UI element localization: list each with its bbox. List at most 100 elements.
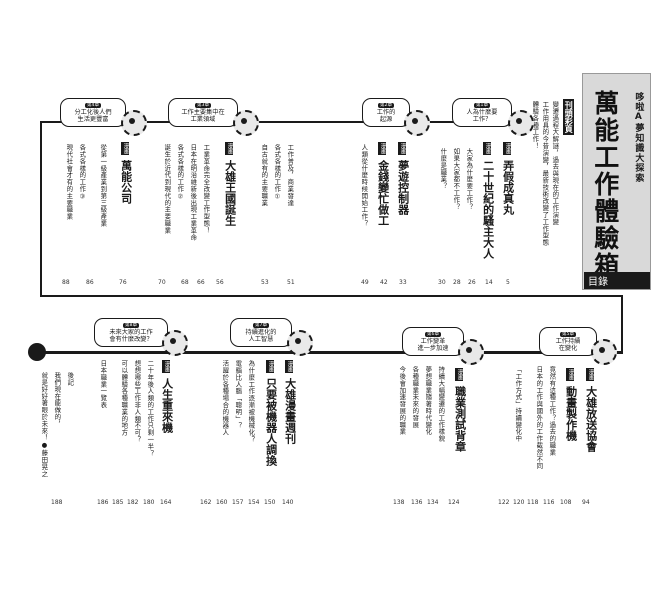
page-number: 162 — [200, 499, 212, 506]
toc-line[interactable]: 為什麼工作逐漸被機械化？ — [247, 360, 256, 443]
manga-title[interactable]: 夢遊控制器 — [396, 160, 410, 215]
toc-line[interactable]: 從第一級產業到第三級產業 — [99, 144, 108, 227]
page-number: 154 — [248, 499, 260, 506]
toc-line[interactable]: 各式各樣的工作② — [176, 144, 185, 201]
chapter-title: 在變化 — [558, 345, 578, 353]
afterword-line[interactable]: 我們現在能做的， — [53, 372, 62, 428]
intro-line: 體驗各種工作！ — [531, 101, 540, 150]
chapter-7-header[interactable]: 第7章 持續進化的 人工智慧 — [230, 318, 292, 347]
page-number: 157 — [232, 499, 244, 506]
toc-line[interactable]: 什麼是職業？ — [439, 148, 448, 190]
page-number: 188 — [51, 499, 63, 506]
chapter-6-header[interactable]: 第6章 工作變革 進一步加速 — [402, 327, 464, 356]
manga-title[interactable]: 大雄漫畫週刊 — [283, 378, 297, 444]
manga-title[interactable]: 大雄放送協會 — [584, 386, 598, 452]
timeline-connector — [40, 295, 623, 297]
toc-line[interactable]: 日本的工作與國外的工作截然不同 — [535, 366, 544, 470]
toc-line[interactable]: 工業革命完全改變工作型態！ — [202, 144, 211, 234]
manga-tag: 漫畫 — [566, 368, 575, 381]
toc-line[interactable]: 人類從什麼時候開始工作？ — [360, 144, 369, 227]
page-number: 140 — [282, 499, 294, 506]
series-title: 哆啦A夢知識大探索 — [633, 92, 644, 183]
chapter-title: 分工化後人們 — [74, 109, 112, 117]
page-number: 138 — [393, 499, 405, 506]
manga-title[interactable]: 萬能公司 — [119, 160, 133, 204]
page-number: 124 — [448, 499, 460, 506]
intro-line: 變遷過程大解謎，過去與現在的工作演變 — [551, 101, 560, 226]
chapter-num: 第2章 — [377, 103, 395, 109]
manga-title[interactable]: 二十世紀的騷主大人 — [481, 160, 495, 259]
timeline-right-drop — [621, 295, 623, 352]
gear-icon — [121, 110, 147, 136]
chapter-title: 持續進化的 — [245, 329, 277, 337]
chapter-4-header[interactable]: 第4章 分工化後人們 生活更豐富 — [60, 98, 126, 127]
toc-line[interactable]: 自古就有的主要職業 — [260, 144, 269, 207]
chapter-title: 生活更豐富 — [77, 116, 109, 124]
manga-title[interactable]: 弄假成真丸 — [501, 160, 515, 215]
manga-tag: 漫畫 — [266, 360, 275, 373]
toc-line[interactable]: 各式各樣的工作③ — [78, 144, 87, 201]
timeline-left-drop — [40, 121, 42, 296]
gear-icon — [233, 110, 259, 136]
afterword-line[interactable]: 就是好好著眼於未來！●藤田晃之 — [40, 372, 49, 478]
manga-title[interactable]: 只要被機器人調換 — [264, 378, 278, 466]
page-number: 122 — [498, 499, 510, 506]
chapter-3-header[interactable]: 第3章 工作主要集中在 工業領域 — [168, 98, 238, 127]
page-number: 160 — [216, 499, 228, 506]
toc-line[interactable]: 各種職業未來的發展 — [411, 366, 420, 429]
toc-line[interactable]: 工作普及，商業發達 — [286, 144, 295, 207]
toc-line[interactable]: 可以體驗各種職業的地方 — [120, 360, 129, 436]
manga-tag: 漫畫 — [378, 142, 387, 155]
chapter-title: 起源 — [379, 116, 393, 124]
page-number: 118 — [527, 499, 539, 506]
book-title: 萬能工作體驗箱 — [590, 90, 620, 279]
manga-title[interactable]: 金錢變忙做工 — [376, 160, 390, 226]
toc-line[interactable]: 二十年後人類的工作只剩一半？ — [146, 360, 155, 457]
page-number: 49 — [361, 279, 369, 286]
toc-line[interactable]: 「工作方式」持續變化中 — [514, 366, 523, 442]
toc-line[interactable]: 想想哪些工作非人類不可？ — [133, 360, 142, 443]
page-number: 30 — [438, 279, 446, 286]
afterword-title[interactable]: 後記 — [66, 372, 75, 386]
chapter-8-header[interactable]: 第8章 未來大家的工作 會有什麼改變？ — [94, 318, 168, 347]
page-number: 116 — [543, 499, 555, 506]
toc-line[interactable]: 各式各樣的工作① — [273, 144, 282, 201]
toc-line[interactable]: 持續大幅變遷的工作樣貌 — [437, 366, 446, 442]
toc-line[interactable]: 活躍於各種場合的機器人 — [221, 360, 230, 436]
page-number: 182 — [127, 499, 139, 506]
timeline-bottom — [38, 351, 623, 354]
manga-title[interactable]: 動畫製作機 — [564, 386, 578, 441]
page-number: 180 — [143, 499, 155, 506]
page-number: 76 — [119, 279, 127, 286]
page-number: 185 — [112, 499, 124, 506]
toc-line[interactable]: 今後會加速發展的職業 — [398, 366, 407, 435]
page-number: 120 — [513, 499, 525, 506]
toc-line[interactable]: 竟然有這種工作？過去的職業 — [548, 366, 557, 456]
manga-title[interactable]: 人生重來機 — [160, 378, 174, 433]
chapter-num: 第6章 — [424, 332, 442, 338]
chapter-title: 工作變革 — [420, 338, 446, 346]
chapter-title: 工作？ — [472, 116, 492, 124]
chapter-1-header[interactable]: 第1章 人為什麼要 工作？ — [452, 98, 512, 127]
page-number: 186 — [97, 499, 109, 506]
chapter-num: 第4章 — [84, 103, 102, 109]
manga-tag: 漫畫 — [398, 142, 407, 155]
toc-line[interactable]: 日本在明治維新後出現工業革命 — [189, 144, 198, 241]
toc-line[interactable]: 夢想職業隨著時代變化 — [424, 366, 433, 435]
chapter-2-header[interactable]: 第2章 工作的 起源 — [362, 98, 410, 127]
gear-icon — [458, 339, 484, 365]
toc-line[interactable]: 現代社會才有的主要職業 — [65, 144, 74, 220]
manga-tag: 漫畫 — [483, 142, 492, 155]
page-number: 134 — [427, 499, 439, 506]
manga-tag: 漫畫 — [225, 142, 234, 155]
chapter-5-header[interactable]: 第5章 工作持續 在變化 — [539, 327, 597, 356]
manga-title[interactable]: 大雄王國誕生 — [223, 160, 237, 226]
toc-line[interactable]: 日本職業一覽表 — [99, 360, 108, 409]
chapter-title: 會有什麼改變？ — [109, 336, 153, 344]
manga-title[interactable]: 職業測試背章 — [453, 386, 467, 452]
page-number: 70 — [158, 279, 166, 286]
toc-line[interactable]: 大家為什麼要工作？ — [465, 148, 474, 211]
toc-line[interactable]: 誕生於近代到現代的主要職業 — [163, 144, 172, 234]
toc-line[interactable]: 電腦比人腦「聰明」？ — [234, 360, 243, 429]
toc-line[interactable]: 如果大家都不工作？ — [452, 148, 461, 211]
